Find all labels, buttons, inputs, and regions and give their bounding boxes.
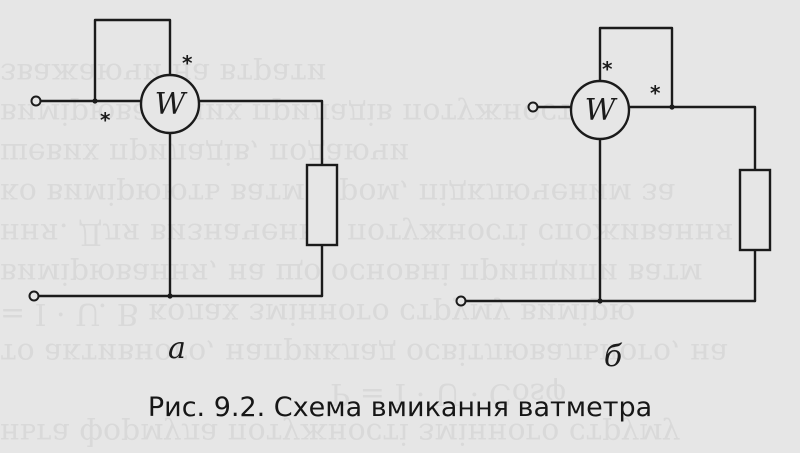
variant-label-a: а xyxy=(168,331,186,366)
input-terminal xyxy=(455,295,467,307)
load-resistor xyxy=(305,163,339,247)
input-terminal xyxy=(30,95,42,107)
input-terminal xyxy=(527,101,539,113)
wattmeter-label: W xyxy=(585,93,618,128)
current-coil-loop xyxy=(598,26,674,109)
generator-mark-current: * xyxy=(182,51,193,75)
junction-dot xyxy=(669,104,675,110)
wattmeter-symbol xyxy=(139,73,201,135)
figure-caption: Рис. 9.2. Схема вмикання ватметра xyxy=(147,392,653,423)
junction-dot xyxy=(597,298,603,304)
wattmeter-symbol xyxy=(569,79,631,141)
scheme-a: W * * а xyxy=(28,18,339,366)
junction-dot xyxy=(92,98,98,104)
current-coil-loop xyxy=(93,18,172,103)
generator-mark-voltage: * xyxy=(602,57,613,81)
load-wire-top xyxy=(198,99,324,167)
generator-mark-voltage: * xyxy=(100,108,111,132)
generator-mark-current: * xyxy=(650,81,661,105)
scheme-b: W * * б xyxy=(455,26,772,374)
load-wire-top xyxy=(626,105,757,172)
variant-label-b: б xyxy=(604,339,623,374)
input-terminal xyxy=(28,290,40,302)
load-resistor xyxy=(738,168,772,252)
wattmeter-label: W xyxy=(155,87,188,122)
junction-dot xyxy=(167,293,173,299)
